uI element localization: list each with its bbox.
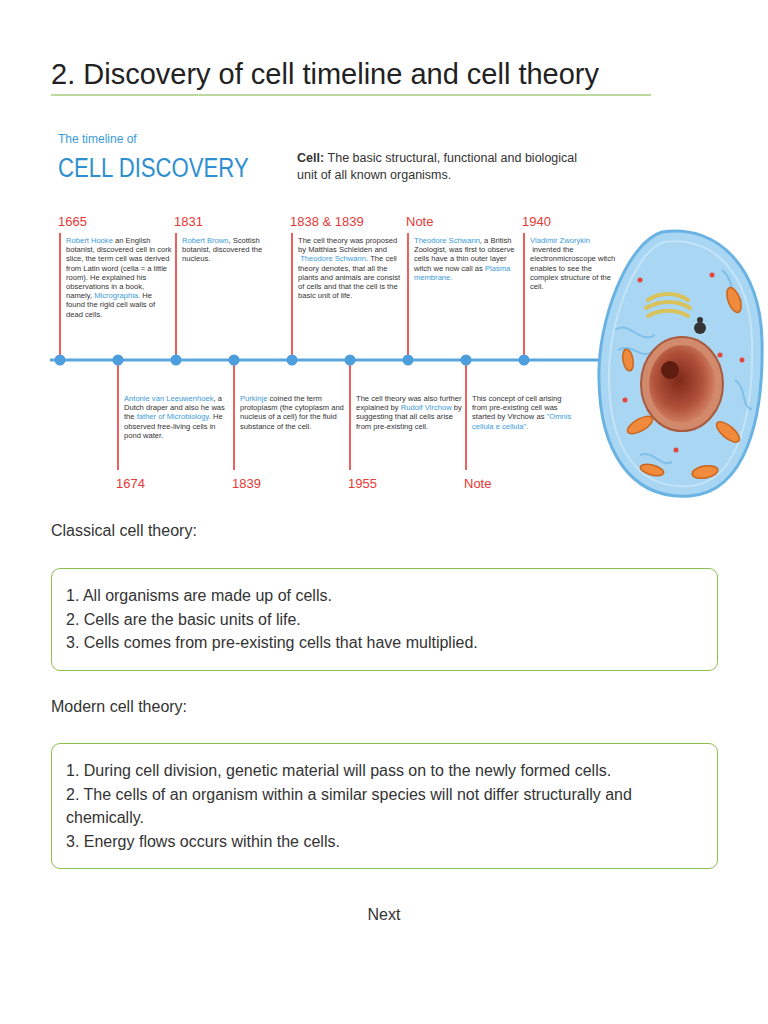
timeline-tick <box>407 233 409 356</box>
centrosome <box>694 322 706 334</box>
ribosome <box>623 398 628 403</box>
nucleus-envelope <box>641 337 723 431</box>
timeline-tick <box>291 233 293 356</box>
ribosome <box>674 448 679 453</box>
timeline-note: The cell theory was also further explain… <box>356 394 462 431</box>
timeline-tick <box>233 364 235 470</box>
timeline-tick <box>59 233 61 356</box>
mitochondrion <box>713 418 742 445</box>
highlight-text: father of Microbiology. <box>137 412 211 421</box>
title-underline <box>51 94 651 95</box>
theory-item: 2. The cells of an organism within a sim… <box>66 783 703 830</box>
highlight-text: Theodore Schwann <box>414 236 480 245</box>
highlight-text: Micrographia. <box>94 291 140 300</box>
mitochondrion <box>691 464 719 480</box>
timeline-year: Note <box>406 214 433 230</box>
highlight-text: Robert Brown <box>182 236 228 245</box>
centrosome <box>697 317 703 323</box>
note-text: an English botanist, discovered cell in … <box>66 236 172 300</box>
ribosome <box>718 353 723 358</box>
cell-illustration <box>599 231 762 496</box>
timeline-dot <box>519 355 530 366</box>
timeline-note: Antonie van Leeuwenhoek, a Dutch draper … <box>124 394 230 440</box>
timeline-tick <box>117 364 119 470</box>
timeline-dot <box>171 355 182 366</box>
theory-item: 1. During cell division, genetic materia… <box>66 759 703 783</box>
timeline-year: 1838 & 1839 <box>290 214 364 230</box>
next-link: Next <box>0 905 768 925</box>
highlight-text: Rudolf Virchow <box>401 403 452 412</box>
note-text: Cell: <box>297 151 324 165</box>
timeline-year: 1674 <box>116 476 145 492</box>
highlight-text: Robert Hooke <box>66 236 113 245</box>
golgi-body <box>646 294 690 316</box>
cell-membrane <box>599 231 762 496</box>
highlight-text: Vladimir Zworykin <box>530 236 590 245</box>
section-label: Classical cell theory: <box>51 521 197 541</box>
timeline-dot <box>287 355 298 366</box>
theory-box: 1. All organisms are made up of cells.2.… <box>51 568 718 671</box>
timeline <box>50 233 640 470</box>
cell-inner-edge <box>609 241 752 486</box>
timeline-note: Robert Brown, Scottish botanist, discove… <box>182 236 288 264</box>
timeline-note: This concept of cell arising from pre-ex… <box>472 394 578 431</box>
note-text: invented the electronmicroscope witch en… <box>530 245 615 291</box>
timeline-year: 1839 <box>232 476 261 492</box>
highlight-text: Purkinje <box>240 394 267 403</box>
note-text: The cell theory was proposed by Matthias… <box>298 236 397 254</box>
highlight-text: Antonie van Leeuwenhoek <box>124 394 214 403</box>
timeline-note: Theodore Schwann, a British Zoologist, w… <box>414 236 520 282</box>
timeline-dot <box>461 355 472 366</box>
timeline-kicker: The timeline of <box>58 132 137 147</box>
timeline-dot <box>113 355 124 366</box>
section-label: Modern cell theory: <box>51 697 187 717</box>
theory-item: 3. Energy flows occurs within the cells. <box>66 830 703 854</box>
highlight-text: Theodore Schwann. <box>300 254 368 263</box>
mitochondrion <box>621 348 635 371</box>
timeline-heading: CELL DISCOVERY <box>58 151 249 185</box>
nucleolus <box>661 361 679 379</box>
theory-box: 1. During cell division, genetic materia… <box>51 743 718 869</box>
timeline-dot <box>403 355 414 366</box>
timeline-year: Note <box>464 476 491 492</box>
timeline-year: 1831 <box>174 214 203 230</box>
page-title: 2. Discovery of cell timeline and cell t… <box>51 57 599 91</box>
timeline-note: The cell theory was proposed by Matthias… <box>298 236 404 300</box>
timeline-dot <box>55 355 66 366</box>
mitochondrion <box>724 286 744 315</box>
timeline-tick <box>175 233 177 356</box>
ribosome <box>740 358 745 363</box>
nucleus <box>649 345 715 423</box>
theory-item: 1. All organisms are made up of cells. <box>66 584 703 608</box>
mitochondrion <box>625 413 655 437</box>
theory-item: 2. Cells are the basic units of life. <box>66 608 703 632</box>
theory-item: 3. Cells comes from pre-existing cells t… <box>66 631 703 655</box>
endoplasmic-reticulum <box>615 270 752 463</box>
timeline-year: 1955 <box>348 476 377 492</box>
ribosome <box>710 273 715 278</box>
note-text: The basic structural, functional and bio… <box>297 151 577 182</box>
timeline-year: 1665 <box>58 214 87 230</box>
timeline-tick <box>465 364 467 470</box>
timeline-year: 1940 <box>522 214 551 230</box>
ribosome <box>638 278 643 283</box>
timeline-dot <box>345 355 356 366</box>
timeline-note: Purkinjecoined the term protoplasm (the … <box>240 394 346 431</box>
mitochondrion <box>639 462 665 478</box>
timeline-tick <box>349 364 351 470</box>
timeline-tick <box>523 233 525 356</box>
timeline-note: Vladimir Zworykininvented the electronmi… <box>530 236 616 291</box>
cell-definition: Cell:The basic structural, functional an… <box>297 150 582 184</box>
timeline-note: Robert Hookean English botanist, discove… <box>66 236 172 319</box>
timeline-dot <box>229 355 240 366</box>
